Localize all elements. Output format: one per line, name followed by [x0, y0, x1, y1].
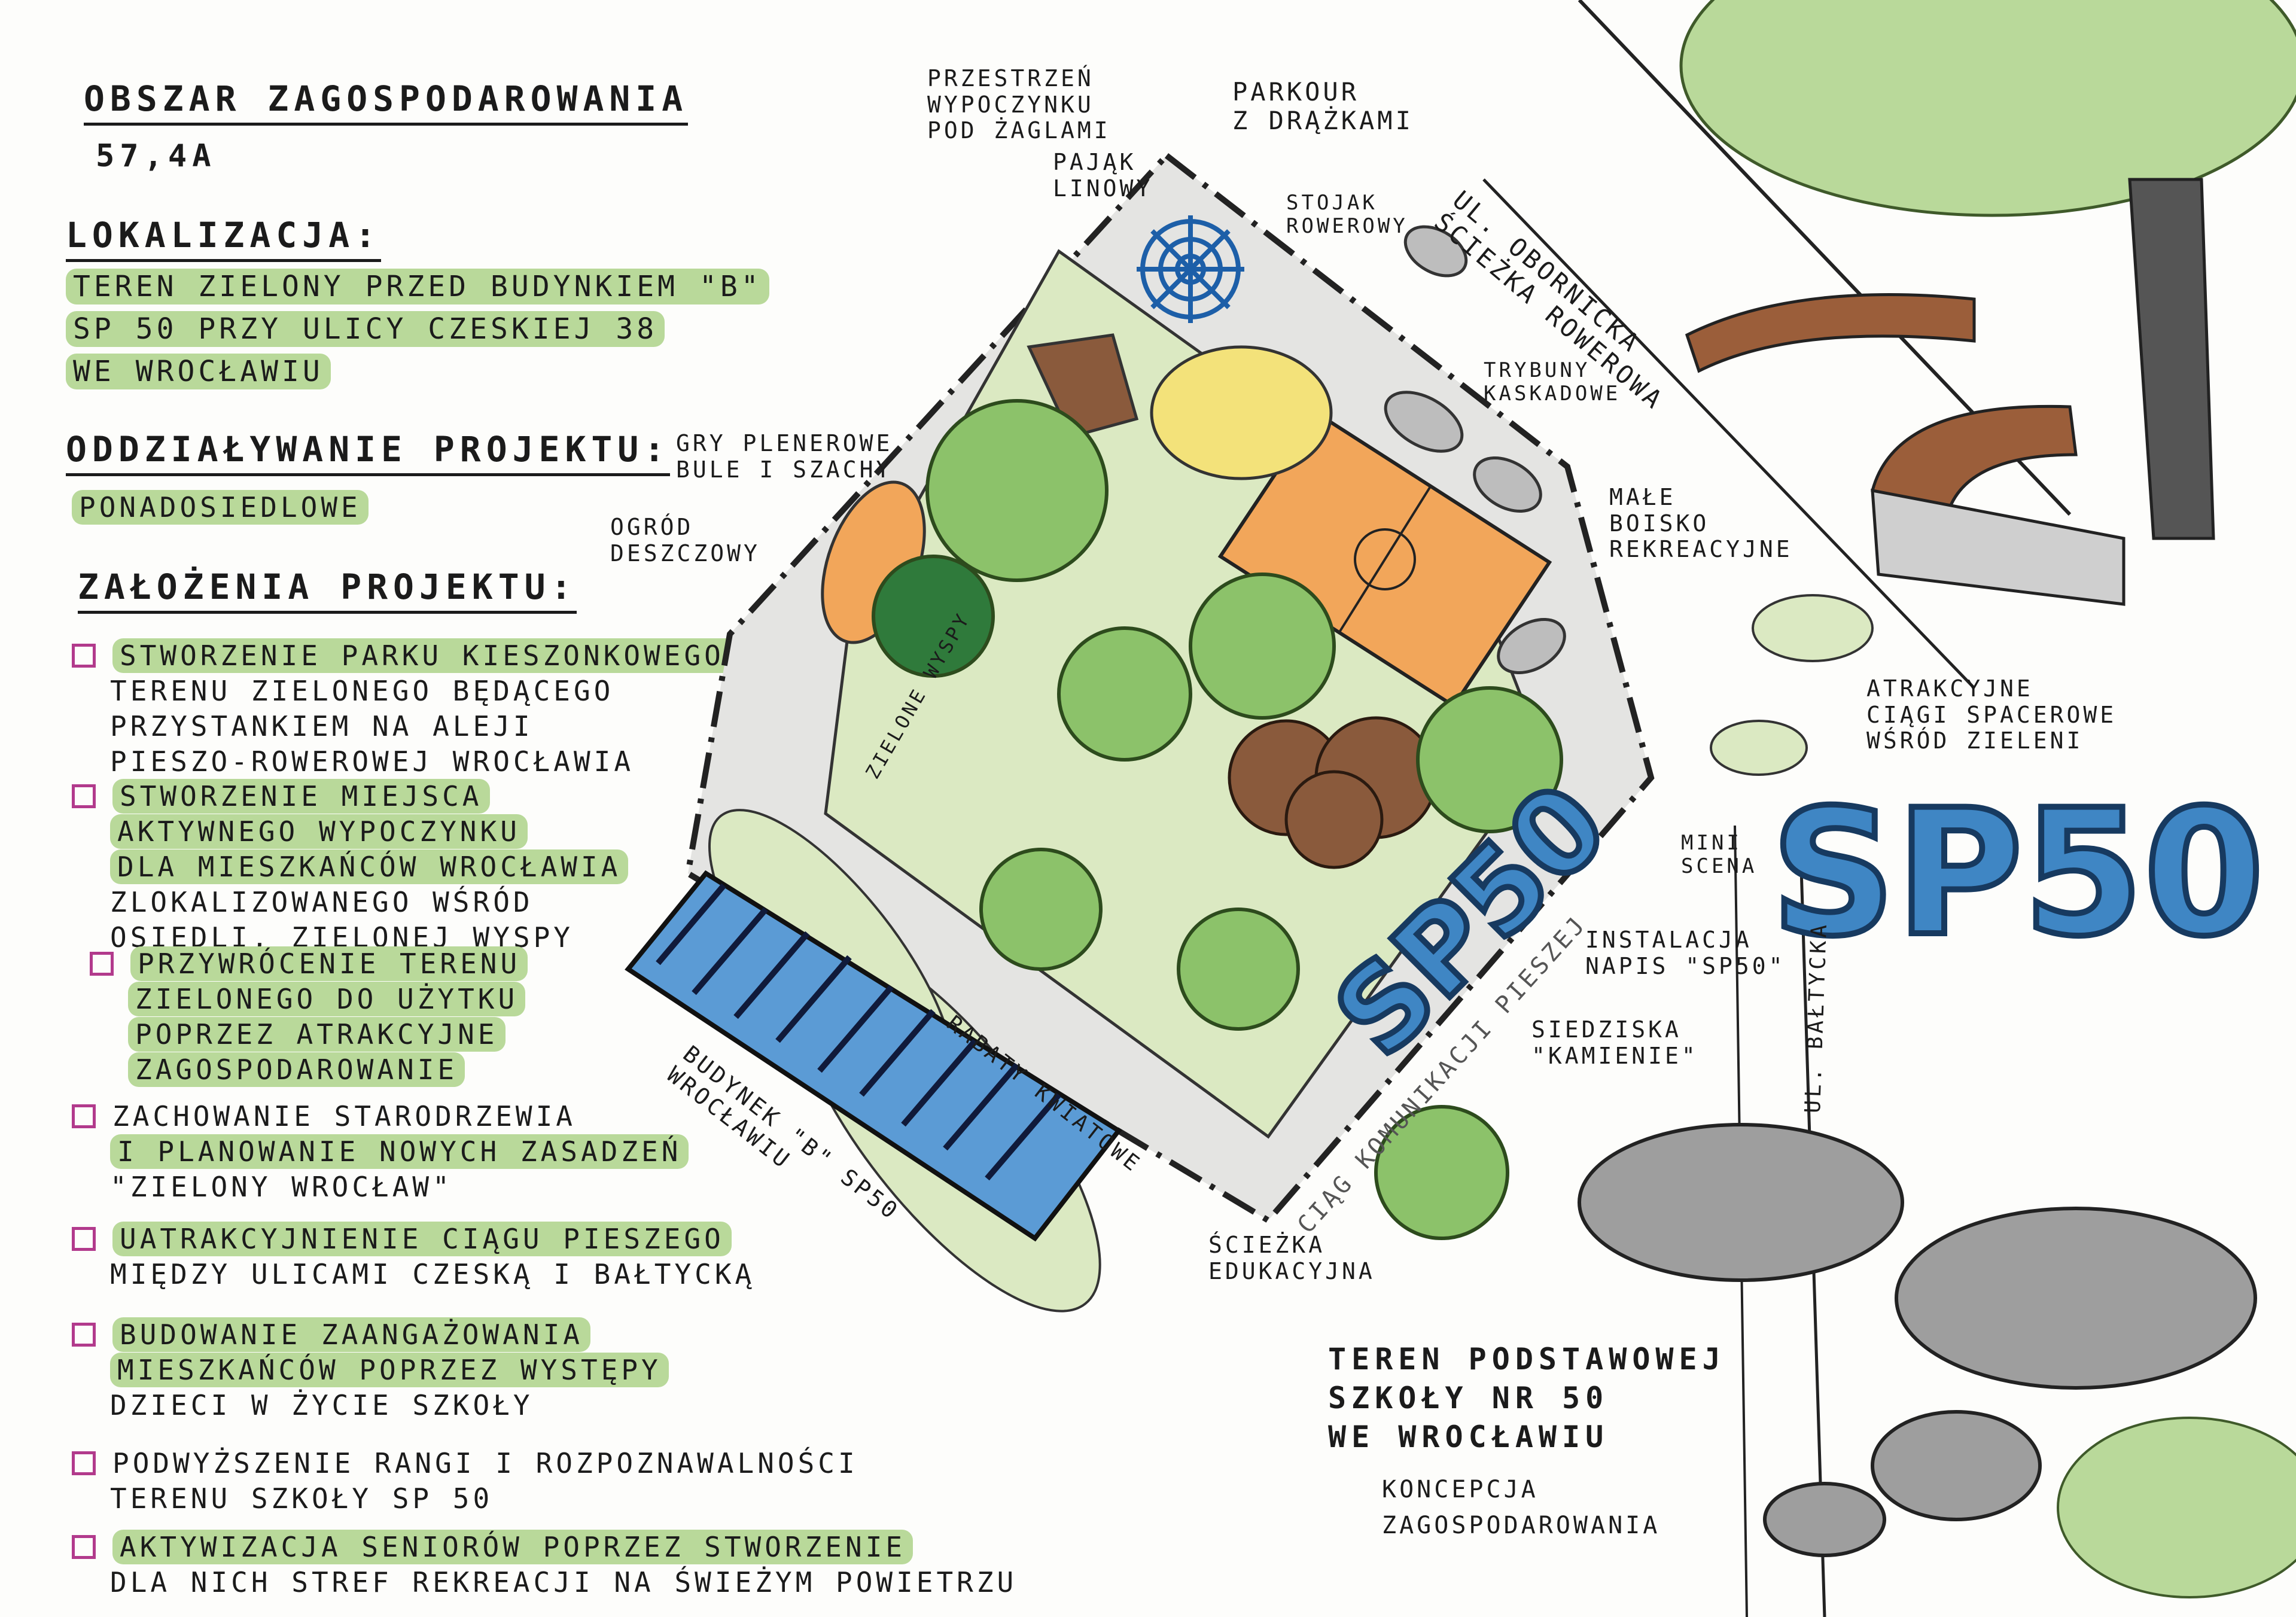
assumption-line: STWORZENIE PARKU KIESZONKOWEGO,	[112, 638, 752, 673]
assumption-line: PIESZO-ROWEROWEJ WROCŁAWIA	[110, 745, 635, 778]
seat-boulders	[1578, 1123, 2257, 1557]
label-stone-seats: SIEDZISKA"KAMIENIE"	[1531, 1016, 1698, 1069]
impact-value: PONADOSIEDLOWE	[72, 490, 369, 525]
assumption-line: BUDOWANIE ZAANGAŻOWANIA	[112, 1317, 590, 1352]
building-b	[625, 870, 1122, 1242]
pitch-circle	[1354, 528, 1416, 590]
illustration-tree	[1679, 0, 2296, 540]
assumption-line: "ZIELONY WROCŁAW"	[110, 1170, 453, 1203]
assumption-line: ZIELONEGO DO UŻYTKU	[128, 981, 526, 1016]
assumption-line: PRZYWRÓCENIE TERENU	[130, 946, 528, 981]
assumption-line: ZAGOSPODAROWANIE	[128, 1052, 465, 1087]
sp50-logo: SP50	[1771, 773, 2264, 975]
illustration-bench	[1685, 293, 2126, 606]
location-line: TEREN ZIELONY PRZED BUDYNKIEM "B"	[66, 269, 769, 304]
assumption-line: AKTYWNEGO WYPOCZYNKU	[110, 814, 528, 849]
checkbox-icon	[72, 1451, 96, 1475]
trees	[872, 399, 1563, 1240]
assumption-line: DLA MIESZKAŃCÓW WROCŁAWIA	[110, 849, 629, 884]
assumption-line: ZACHOWANIE STARODRZEWIA	[112, 1100, 576, 1132]
impact-value-wrap: PONADOSIEDLOWE	[72, 490, 369, 525]
checkbox-icon	[72, 644, 96, 668]
spider-rope	[1137, 215, 1244, 323]
location-title: LOKALIZACJA:	[66, 215, 382, 262]
assumptions-title: ZAŁOŻENIA PROJEKTU:	[78, 567, 577, 614]
walkway-island	[1710, 720, 1808, 776]
assumption-line: DLA NICH STREF REKREACJI NA ŚWIEŻYM POWI…	[110, 1566, 1018, 1598]
assumption-line: DZIECI W ŻYCIE SZKOŁY	[110, 1388, 534, 1421]
assumption-line: ZLOKALIZOWANEGO WŚRÓD	[110, 885, 534, 918]
parkour-area	[1150, 345, 1333, 480]
assumption-line: MIESZKAŃCÓW POPRZEZ WYSTĘPY	[110, 1352, 669, 1387]
sail-shade	[1027, 333, 1139, 438]
grass-patch	[2057, 1417, 2296, 1598]
stones	[1384, 225, 1566, 675]
assumption-item: STWORZENIE PARKU KIESZONKOWEGO,TERENU ZI…	[72, 638, 752, 778]
assumption-line: PODWYŻSZENIE RANGI I ROZPOZNAWALNOŚCI	[112, 1447, 858, 1479]
checkbox-icon	[72, 784, 96, 808]
area-title: OBSZAR ZAGOSPODAROWANIA	[84, 79, 689, 126]
checkbox-icon	[90, 952, 114, 976]
assumption-line: STWORZENIE MIEJSCA	[112, 779, 490, 814]
assumption-line: TERENU ZIELONEGO BĘDĄCEGO	[110, 674, 614, 707]
checkbox-icon	[72, 1227, 96, 1251]
checkbox-icon	[72, 1323, 96, 1347]
assumption-line: MIĘDZY ULICAMI CZESKĄ I BAŁTYCKĄ	[110, 1257, 756, 1290]
assumption-line: TERENU SZKOŁY SP 50	[110, 1482, 494, 1515]
location-line: WE WROCŁAWIU	[66, 354, 331, 390]
location-text: TEREN ZIELONY PRZED BUDYNKIEM "B" SP 50 …	[66, 269, 769, 390]
walkway-island	[1752, 594, 1874, 662]
assumption-line: I PLANOWANIE NOWYCH ZASADZEŃ	[110, 1134, 689, 1169]
assumption-line: POPRZEZ ATRAKCYJNE	[128, 1016, 506, 1052]
street-edge	[1482, 178, 1975, 689]
assumption-line: PRZYSTANKIEM NA ALEJI	[110, 709, 534, 742]
checkbox-icon	[72, 1535, 96, 1559]
checkbox-icon	[72, 1104, 96, 1128]
impact-title: ODDZIAŁYWANIE PROJEKTU:	[66, 430, 671, 476]
pitch-midline	[1339, 486, 1431, 632]
assumption-line: AKTYWIZACJA SENIORÓW POPRZEZ STWORZENIE	[112, 1530, 913, 1564]
area-value: 57,4a	[96, 138, 217, 174]
building-hatch-lines	[656, 883, 1061, 1181]
assumption-line: UATRAKCYJNIENIE CIĄGU PIESZEGO	[112, 1222, 732, 1256]
location-line: SP 50 PRZY ULICY CZESKIEJ 38	[66, 311, 665, 348]
